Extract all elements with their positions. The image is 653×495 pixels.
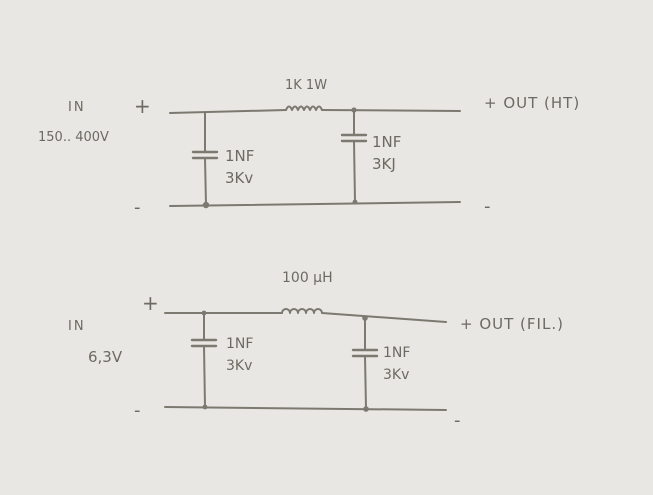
fil-minus-label: - [134, 400, 141, 421]
ht-resistor [285, 105, 323, 111]
fil-in-label: IN [68, 319, 86, 334]
fil-cap-right-value: 1NF [383, 345, 410, 361]
ht-out-minus-label: - [484, 196, 491, 217]
ht-bottom-rail [169, 201, 461, 207]
fil-voltage-label: 6,3V [88, 348, 123, 366]
fil-plus-label: + [142, 291, 159, 315]
ht-cap-right-value: 1NF [372, 133, 401, 151]
fil-cap-right-rating: 3Kv [383, 367, 409, 383]
ht-top-rail-right [321, 109, 461, 112]
fil-inductor [281, 308, 323, 314]
fil-bottom-rail [164, 406, 447, 411]
ht-out-plus-label: + OUT (HT) [484, 94, 580, 112]
ht-voltage-label: 150.. 400V [38, 130, 109, 145]
ht-plus-label: + [134, 94, 151, 118]
ht-cap-right-rating: 3KJ [372, 155, 396, 173]
fil-junction-left-bottom [202, 404, 208, 410]
ht-cap-left-wire-bottom [204, 157, 207, 206]
ht-minus-label: - [134, 197, 141, 218]
ht-resistor-label: 1K 1W [285, 78, 327, 93]
ht-top-rail-left [169, 109, 287, 114]
fil-top-rail-right [321, 312, 447, 323]
ht-cap-left-rating: 3Kv [225, 169, 253, 187]
ht-junction-right-bottom [352, 199, 358, 205]
fil-out-plus-label: + OUT (FIL.) [460, 315, 564, 333]
fil-out-minus-label: - [454, 410, 461, 431]
circuit-ht: IN + 150.. 400V - 1K 1W 1NF 3Kv 1NF 3KJ … [38, 78, 580, 218]
fil-junction-right-bottom [363, 406, 369, 412]
ht-cap-right-wire-bottom [353, 140, 356, 203]
ht-cap-left-value: 1NF [225, 147, 254, 165]
fil-cap-left-rating: 3Kv [226, 358, 252, 374]
fil-inductor-label: 100 µH [282, 270, 333, 286]
circuit-fil: IN + 6,3V - 100 µH 1NF 3Kv 1NF 3Kv + OUT… [68, 270, 564, 431]
fil-cap-left-wire-bottom [203, 345, 206, 408]
fil-cap-right-wire-bottom [364, 355, 367, 410]
ht-junction-left-bottom [202, 201, 210, 209]
fil-cap-left-value: 1NF [226, 336, 253, 352]
ht-in-label: IN [68, 100, 86, 115]
